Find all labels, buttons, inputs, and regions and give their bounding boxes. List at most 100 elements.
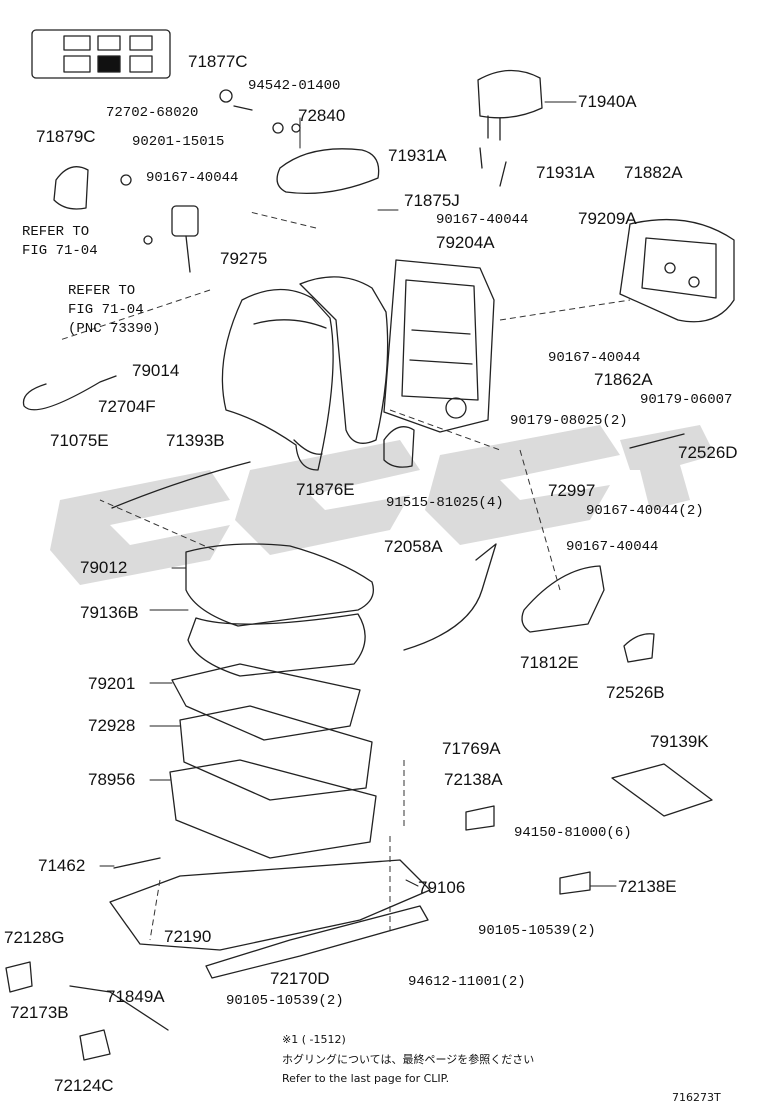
- label-71769A: 71769A: [442, 739, 501, 758]
- headrest-guide-2: [499, 161, 507, 187]
- label-72138E: 72138E: [618, 877, 677, 896]
- label-72138A: 72138A: [444, 770, 503, 789]
- lever-72526D-part: [629, 433, 685, 449]
- label-71075E: 71075E: [50, 431, 109, 450]
- seat-track-frame-part: [109, 859, 431, 951]
- label-79139K: 79139K: [650, 732, 709, 751]
- label-71875J: 71875J: [404, 191, 460, 210]
- label-72840: 72840: [298, 106, 346, 125]
- label-79014: 79014: [132, 361, 180, 380]
- cable-72058A-part: [403, 543, 497, 651]
- label-71882A: 71882A: [624, 163, 683, 182]
- label-71812E: 71812E: [520, 653, 579, 672]
- label-71931A-1: 71931A: [388, 146, 447, 165]
- label-71862A: 71862A: [594, 370, 653, 389]
- note-ref-mark: ※1 ( -1512): [282, 1033, 346, 1046]
- headrest-part: [477, 69, 543, 141]
- cover-71879C-part: [53, 166, 89, 210]
- label-79275: 79275: [220, 249, 268, 268]
- label-72170D: 72170D: [270, 969, 330, 988]
- label-79204A: 79204A: [436, 233, 495, 252]
- label-71849A: 71849A: [106, 987, 165, 1006]
- seat-belt-buckle-part: [143, 205, 199, 273]
- label-72190: 72190: [164, 927, 212, 946]
- label-79106: 79106: [418, 878, 466, 897]
- label-72526D: 72526D: [678, 443, 738, 462]
- leader-lines: [99, 101, 617, 887]
- fastener-72702: [233, 105, 253, 111]
- label-90167-40044-d: 90167-40044(2): [586, 503, 704, 519]
- mat-79139K-part: [611, 763, 713, 817]
- armrest-pad-part: [276, 148, 380, 195]
- label-71393B: 71393B: [166, 431, 225, 450]
- bolt-90167a: [120, 174, 132, 186]
- dashed-guides: [59, 211, 631, 941]
- headrest-guide-1: [479, 147, 483, 169]
- spring-71462-part: [113, 857, 161, 869]
- label-78956: 78956: [88, 770, 136, 789]
- label-71876E: 71876E: [296, 480, 355, 499]
- label-72058A: 72058A: [384, 537, 443, 556]
- note-en-text: Refer to the last page for CLIP.: [282, 1072, 450, 1085]
- watermark-logo: [50, 425, 715, 585]
- label-72997: 72997: [548, 481, 596, 500]
- side-cover-71876E-part: [383, 426, 415, 468]
- cushion-pad-72928-part: [179, 705, 373, 801]
- label-72173B: 72173B: [10, 1003, 69, 1022]
- label-71877C: 71877C: [188, 52, 248, 71]
- strap-71393B-part: [111, 461, 251, 509]
- label-71879C: 71879C: [36, 127, 96, 146]
- fastener-90201: [272, 122, 284, 134]
- label-71462: 71462: [38, 856, 86, 875]
- clip-72124C-part: [79, 1029, 111, 1061]
- rod-72173B-part: [69, 985, 169, 1031]
- label-90105-10539-a: 90105-10539(2): [478, 923, 596, 939]
- label-94542-01400: 94542-01400: [248, 78, 341, 94]
- label-79136B: 79136B: [80, 603, 139, 622]
- label-refer-2b: FIG 71-04: [68, 302, 144, 318]
- label-71931A-2: 71931A: [536, 163, 595, 182]
- seat-frame-78956-part: [169, 759, 377, 859]
- label-90105-10539-b: 90105-10539(2): [226, 993, 344, 1009]
- seat-locator-icon: [31, 29, 171, 79]
- label-90201-15015: 90201-15015: [132, 134, 225, 150]
- label-72704F: 72704F: [98, 397, 156, 416]
- note-jp-text: ホグリングについては、最終ページを参照ください: [282, 1053, 535, 1066]
- label-refer-2c: (PNC 73390): [68, 321, 161, 337]
- seat-rail-72170D-part: [205, 905, 429, 979]
- fastener-71877C: [219, 89, 233, 103]
- label-72526B: 72526B: [606, 683, 665, 702]
- label-72128G: 72128G: [4, 928, 65, 947]
- lever-72526B-part: [623, 633, 655, 663]
- label-refer-1a: REFER TO: [22, 224, 90, 240]
- label-72124C: 72124C: [54, 1076, 114, 1095]
- label-90179-08025: 90179-08025(2): [510, 413, 628, 429]
- label-refer-1b: FIG 71-04: [22, 243, 98, 259]
- bracket-72138A-part: [465, 805, 495, 831]
- rear-board-part: [619, 218, 735, 323]
- label-90167-40044-b: 90167-40044: [436, 212, 529, 228]
- fastener-94542: [291, 123, 301, 133]
- recliner-cover-part: [521, 565, 605, 633]
- label-71940A: 71940A: [578, 92, 637, 111]
- label-72702-68020: 72702-68020: [106, 105, 199, 121]
- cushion-frame-79201-part: [171, 663, 361, 741]
- cable-72704F-part: [22, 375, 117, 411]
- label-refer-2a: REFER TO: [68, 283, 136, 299]
- label-79012: 79012: [80, 558, 128, 577]
- label-94150-81000: 94150-81000(6): [514, 825, 632, 841]
- label-90167-40044-e: 90167-40044: [566, 539, 659, 555]
- seatback-cover-part: [221, 276, 389, 471]
- label-79209A: 79209A: [578, 209, 637, 228]
- label-72928: 72928: [88, 716, 136, 735]
- diagram-id: 716273T: [672, 1091, 721, 1104]
- label-90167-40044-a: 90167-40044: [146, 170, 239, 186]
- seat-cushion-part: [185, 543, 375, 677]
- label-94612-11001: 94612-11001(2): [408, 974, 526, 990]
- clip-72128G-part: [5, 961, 33, 993]
- bracket-72138E-part: [559, 871, 591, 895]
- seatback-frame-part: [383, 259, 495, 433]
- label-90179-06007: 90179-06007: [640, 392, 733, 408]
- label-79201: 79201: [88, 674, 136, 693]
